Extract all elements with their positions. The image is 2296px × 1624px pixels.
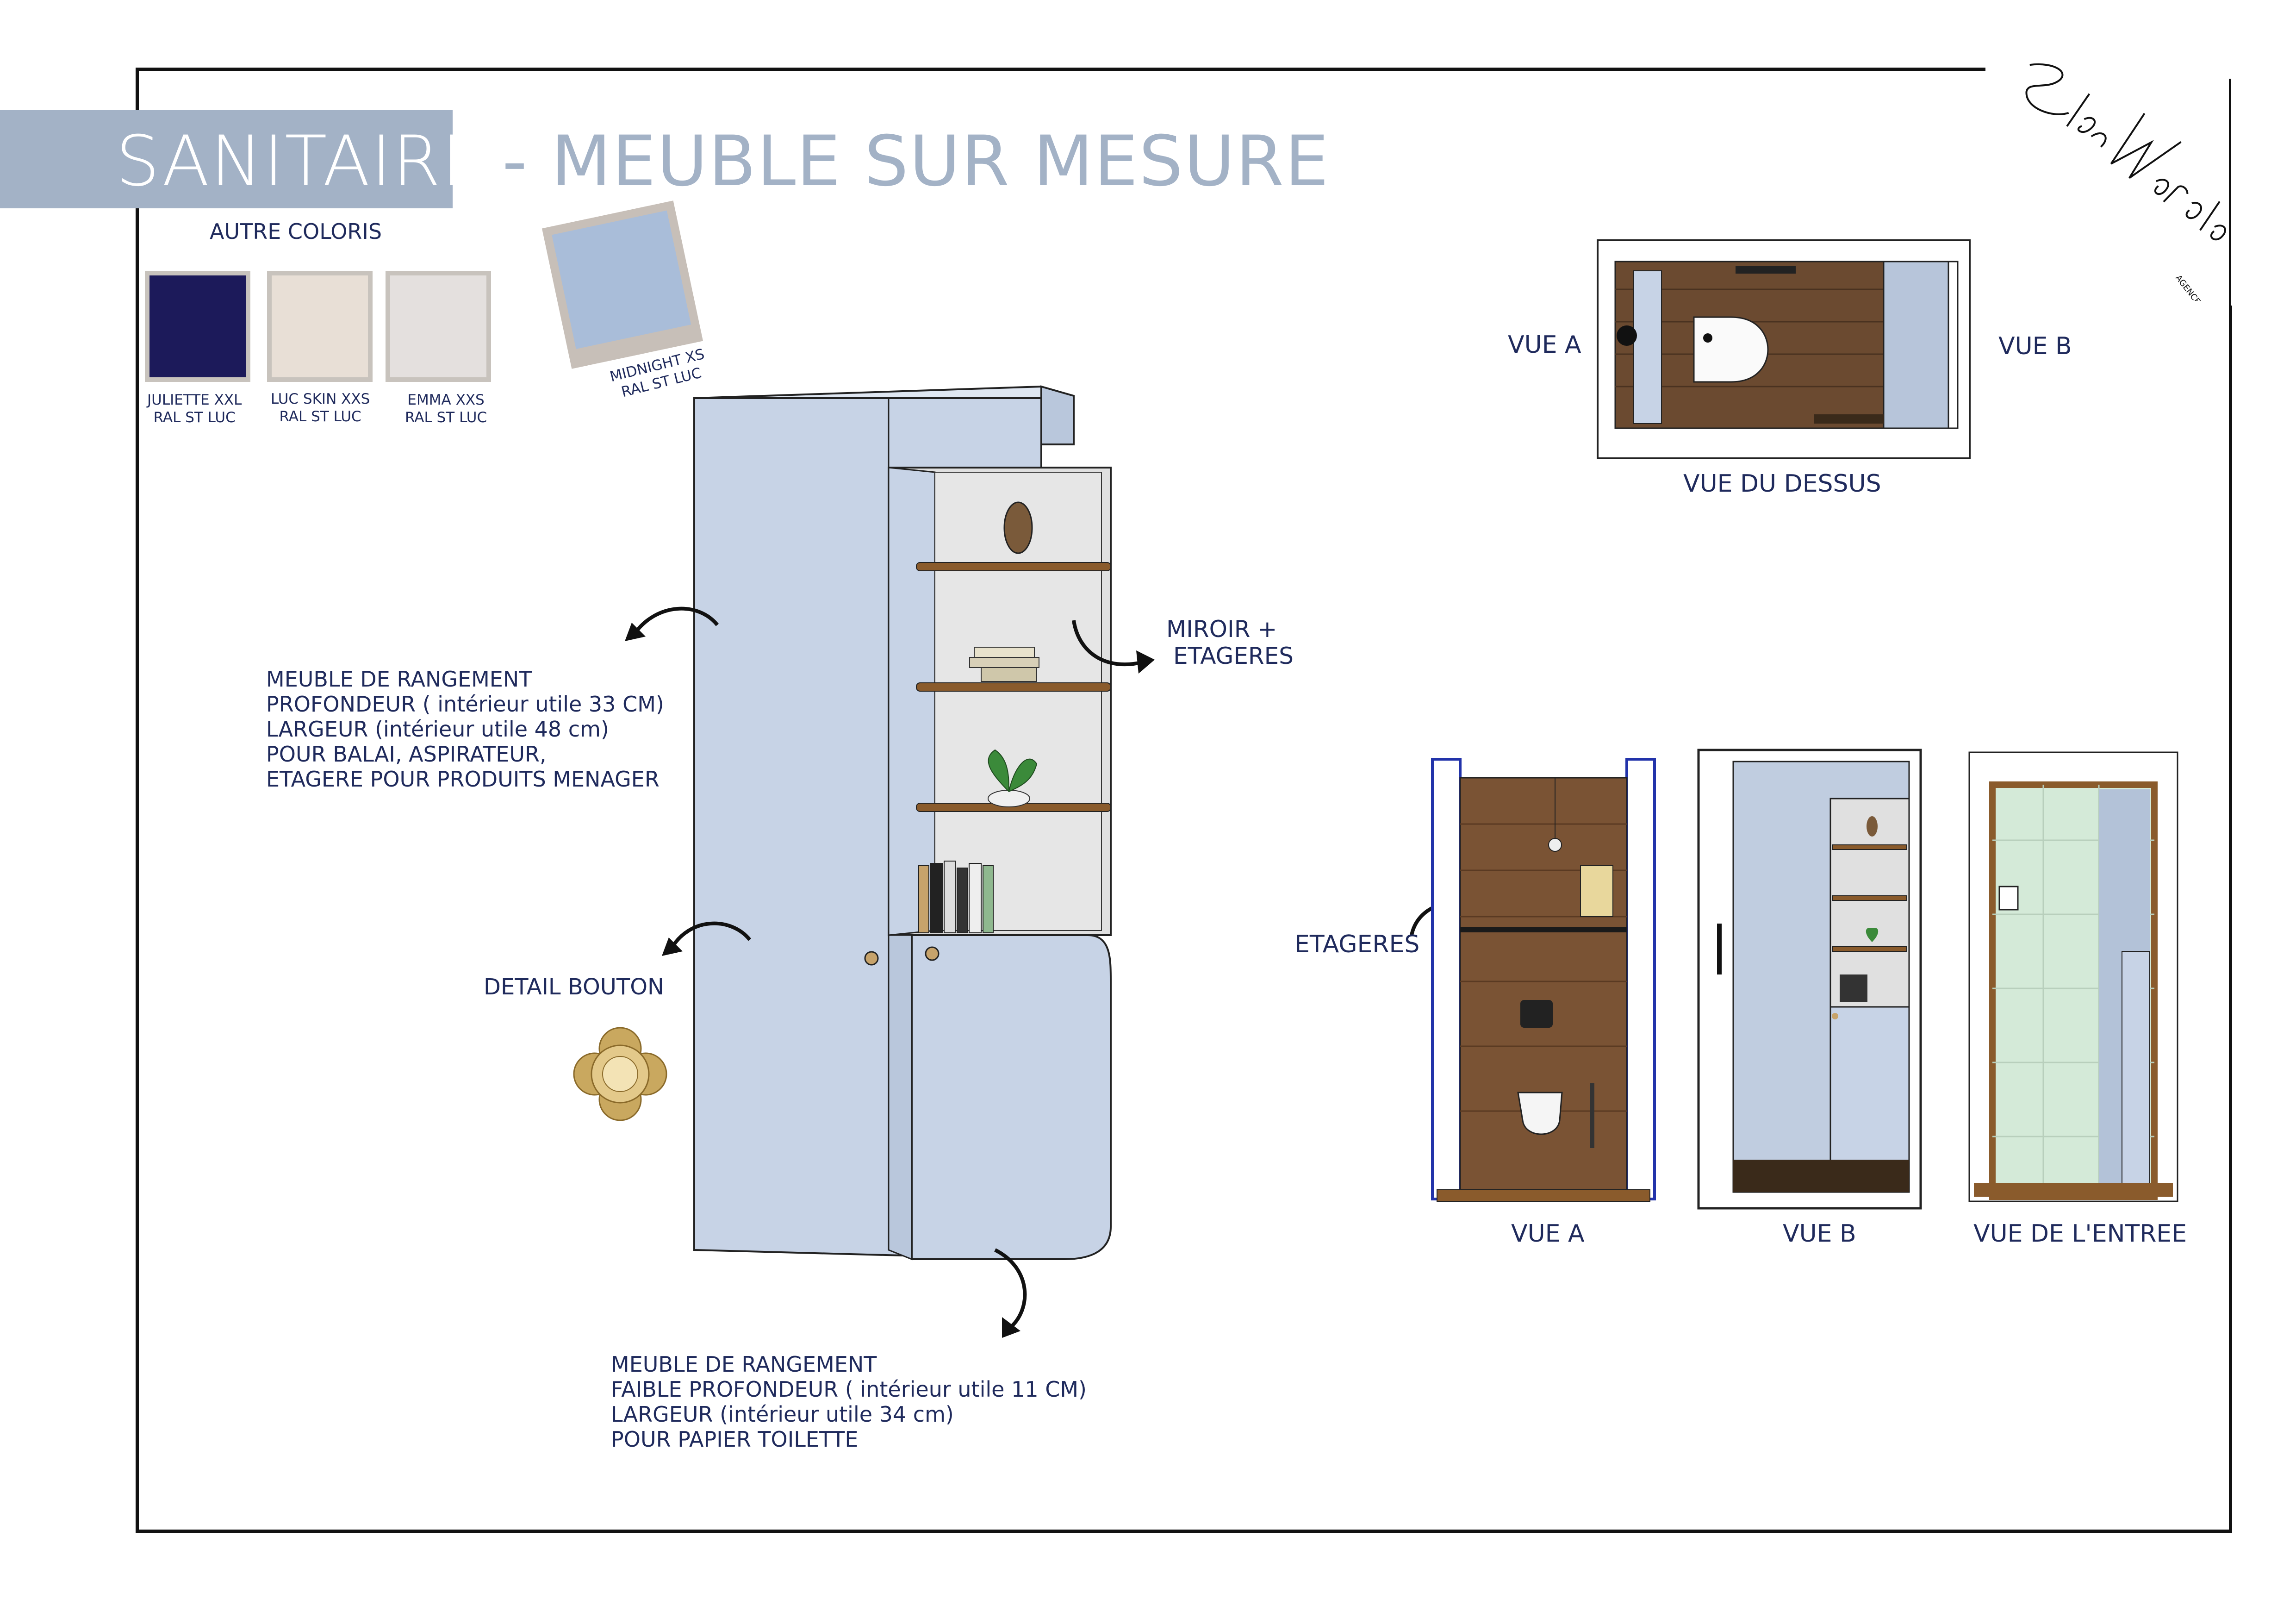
elevation-view-entry [1968,751,2178,1202]
page-subtitle: - MEUBLE SUR MESURE [502,121,1330,202]
arrow-curved-icon [662,921,752,956]
tall-cabinet-note: MEUBLE DE RANGEMENT PROFONDEUR ( intérie… [266,667,664,792]
frame-gap [1985,60,2245,79]
swatch-emma [386,271,491,382]
colors-heading: AUTRE COLORIS [210,219,382,244]
elevation-b-label: VUE B [1783,1220,1856,1248]
arrow-curved-icon [625,606,719,641]
brand-tagline: AGENCEMENT & DECORATION [2173,273,2258,301]
swatch-luc-skin [267,271,373,382]
elevation-entry-label: VUE DE L'ENTREE [1973,1220,2187,1248]
mirror-note: MIROIR + ETAGERES [1166,616,1294,669]
arrow-curved-icon [994,1248,1027,1338]
frame-gap [2231,65,2249,306]
brand-signature-logo: AGENCEMENT & DECORATION [2025,63,2258,301]
page-title: SANITAIRE [116,121,486,202]
low-cabinet-note: MEUBLE DE RANGEMENT FAIBLE PROFONDEUR ( … [611,1352,1087,1452]
top-view-a-label: VUE A [1508,331,1581,359]
top-view-label: VUE DU DESSUS [1683,470,1881,498]
title-banner [0,110,453,208]
knob-detail-icon [573,1027,667,1121]
top-view-b-label: VUE B [1998,332,2072,360]
arrow-curved-icon [1072,620,1155,674]
shelves-label: ETAGERES [1294,931,1420,958]
cabinet-3d-view [693,385,1112,1261]
button-detail-label: DETAIL BOUTON [484,974,664,1000]
elevation-a-label: VUE A [1511,1220,1585,1248]
page-frame [136,68,2232,1533]
elevation-view-a [1431,758,1656,1202]
elevation-view-b [1697,749,1922,1210]
swatch-juliette [145,271,250,382]
top-view-plan [1614,261,1959,429]
